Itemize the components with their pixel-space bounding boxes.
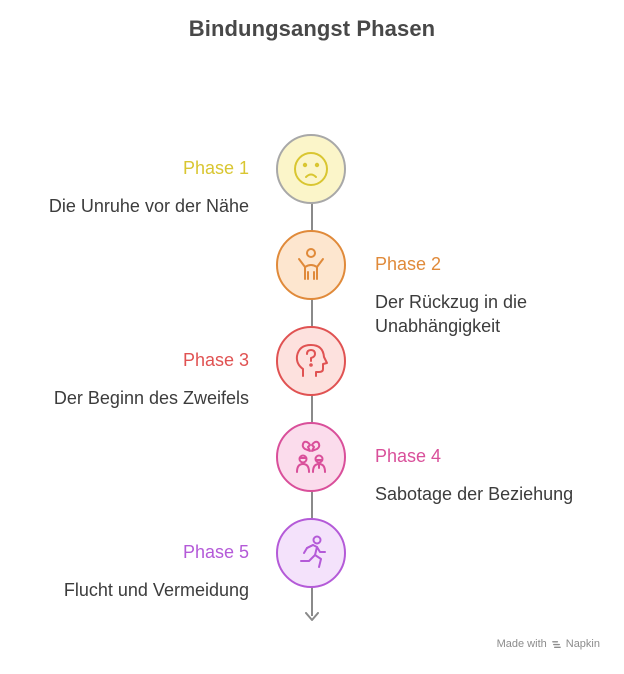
person-arms-raised-icon (298, 248, 324, 280)
phase-2-label: Phase 2 (375, 254, 442, 274)
timeline-line (311, 200, 313, 616)
footer-made-with: Made with (496, 638, 547, 650)
phase-5-label: Phase 5 (182, 542, 249, 562)
napkin-watermark: Made with Napkin (497, 638, 600, 650)
broken-heart-couple-icon (296, 440, 326, 473)
phase-2-description: Der Rückzug in die Unabhängigkeit (375, 292, 528, 336)
phase-4-circle (276, 422, 346, 492)
phase-1-description: Die Unruhe vor der Nähe (48, 196, 249, 216)
phase-2-circle (276, 230, 346, 300)
phase-3-label: Phase 3 (182, 350, 249, 370)
phase-4-description: Sabotage der Beziehung (375, 484, 574, 504)
page-title: Bindungsangst Phasen (188, 16, 436, 41)
phase-5-circle (276, 518, 346, 588)
phase-1-circle (276, 134, 346, 204)
phase-3-description: Der Beginn des Zweifels (53, 388, 249, 408)
napkin-logo-icon (551, 640, 561, 648)
timeline-arrow-icon (305, 612, 319, 621)
phase-5-description: Flucht und Vermeidung (63, 580, 249, 600)
head-question-icon (295, 344, 328, 377)
worried-face-icon (294, 152, 328, 186)
phase-1-label: Phase 1 (182, 158, 249, 178)
phase-4-label: Phase 4 (375, 446, 442, 466)
running-person-icon (300, 535, 326, 568)
footer-brand: Napkin (565, 638, 600, 650)
phase-3-circle (276, 326, 346, 396)
